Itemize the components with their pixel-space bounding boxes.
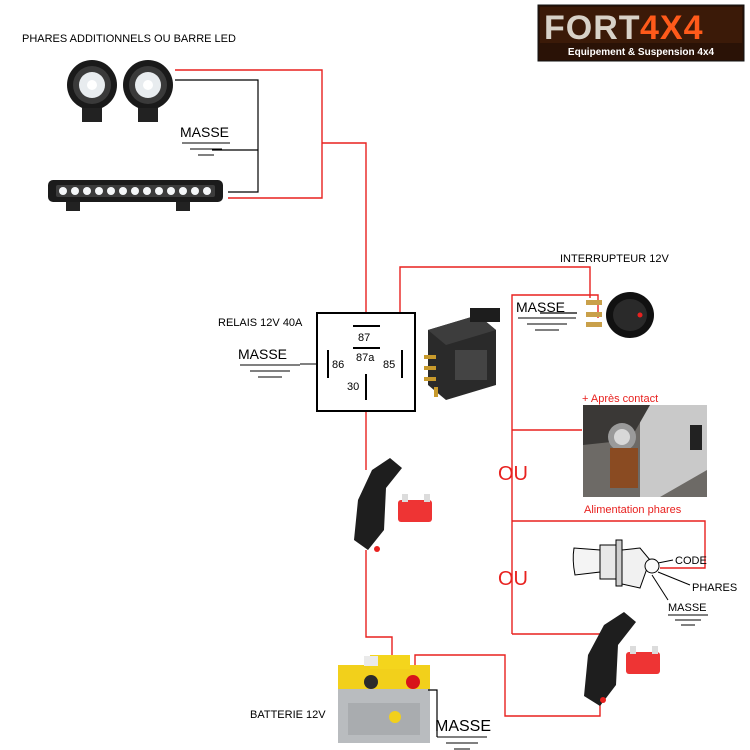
fort4x4-logo: FORT 4X4 Equipement & Suspension 4x4 <box>537 4 745 62</box>
rocker-switch <box>586 292 654 338</box>
switch-title: INTERRUPTEUR 12V <box>560 253 669 265</box>
fuse-2 <box>626 646 660 674</box>
led-light-bar <box>48 180 223 211</box>
headlamp-bulb <box>572 539 691 601</box>
ground-symbol-battery <box>437 736 487 750</box>
battery-title: BATTERIE 12V <box>250 709 326 721</box>
masse-label-bulb: MASSE <box>668 602 707 614</box>
ground-symbol-lights <box>182 142 230 156</box>
fuse-holder-1 <box>354 458 402 552</box>
logo-brand-right: 4X4 <box>640 9 704 47</box>
phares-label: PHARES <box>692 582 737 594</box>
relay-pin-85: 85 <box>383 359 395 371</box>
relay-photo <box>424 308 500 400</box>
ou-label-2: OU <box>498 568 528 590</box>
relay-pin-86: 86 <box>332 359 344 371</box>
ground-symbol-bulb <box>668 614 708 626</box>
ground-wires <box>175 79 577 314</box>
logo-tagline: Equipement & Suspension 4x4 <box>568 47 715 58</box>
round-light-right <box>123 60 173 122</box>
masse-label-battery: MASSE <box>435 718 491 735</box>
lights-title: PHARES ADDITIONNELS OU BARRE LED <box>22 33 236 45</box>
positive-wires <box>175 69 706 717</box>
masse-label-switch: MASSE <box>516 299 565 315</box>
logo-brand-left: FORT <box>544 9 641 47</box>
round-light-left <box>67 60 117 122</box>
ignition-photo <box>583 405 707 497</box>
relay-schematic <box>300 312 416 412</box>
ground-symbol-relay <box>240 364 300 378</box>
battery <box>338 655 430 743</box>
ground-symbol-switch <box>518 317 576 331</box>
relay-pin-87a: 87a <box>356 352 375 364</box>
code-label: CODE <box>675 555 707 567</box>
masse-label-lights: MASSE <box>180 124 229 140</box>
relay-pin-30: 30 <box>347 381 359 393</box>
fuse-1 <box>398 494 432 522</box>
apres-contact-label: + Après contact <box>582 393 658 405</box>
fuse-holder-2 <box>584 612 636 706</box>
relay-title: RELAIS 12V 40A <box>218 317 303 329</box>
alimentation-phares-label: Alimentation phares <box>584 504 682 516</box>
masse-label-relay: MASSE <box>238 346 287 362</box>
relay-pin-87: 87 <box>358 332 370 344</box>
ou-label-1: OU <box>498 463 528 485</box>
